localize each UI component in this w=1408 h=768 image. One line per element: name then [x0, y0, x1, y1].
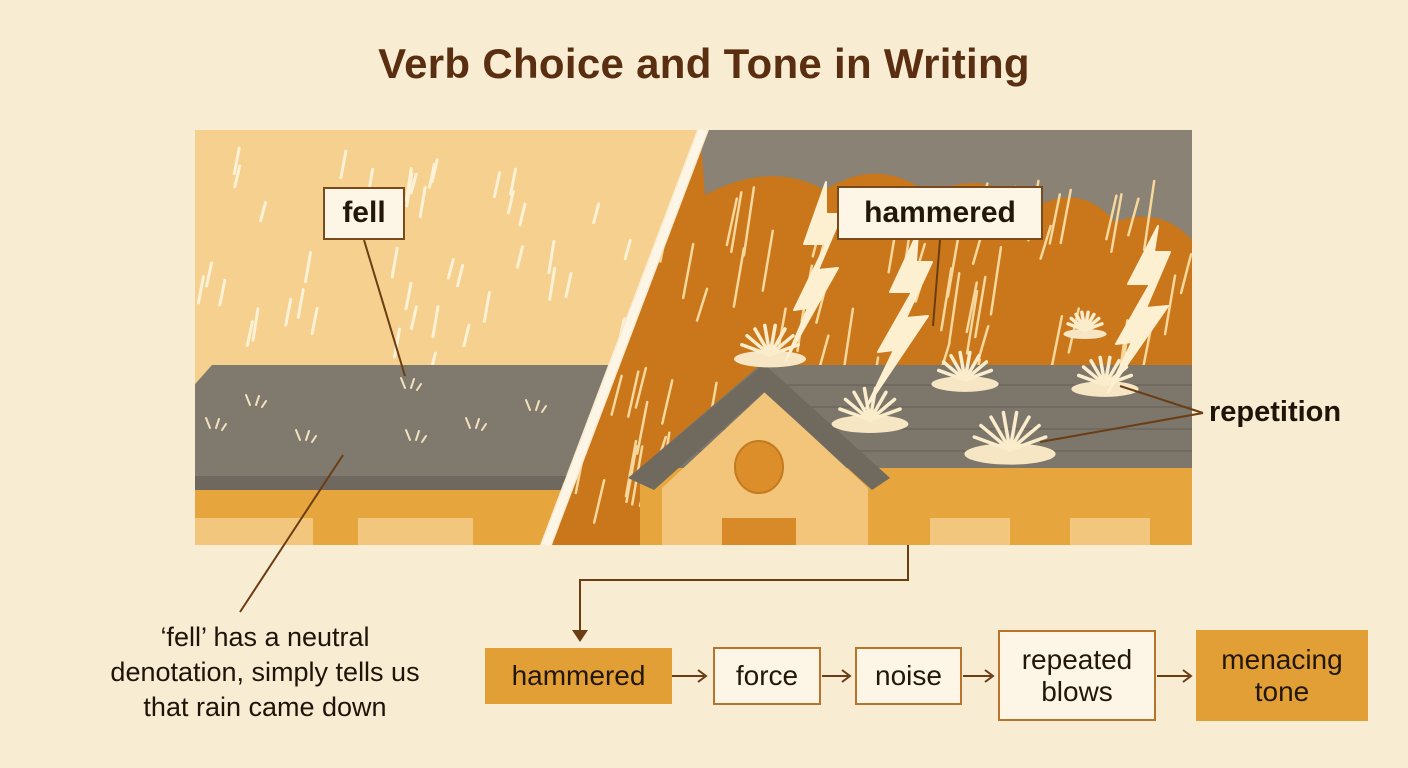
arrow-icon [572, 630, 588, 642]
page-title: Verb Choice and Tone in Writing [378, 40, 1030, 87]
door [722, 518, 796, 545]
splash-icon [205, 377, 547, 443]
neutral-caption: ‘fell’ has a neutral denotation, simply … [40, 620, 490, 725]
storm-cloud-icon [700, 130, 1192, 240]
flow-arrows [672, 669, 1193, 683]
flow-step-hammered: hammered [485, 648, 672, 704]
calm-scene [195, 130, 697, 545]
leader-lines [239, 239, 1204, 632]
label-repetition: repetition [1209, 396, 1342, 428]
flow-step-label: menacing [1221, 643, 1343, 675]
flow-step-label: blows [1041, 675, 1113, 707]
flow-step-repeated-blows: repeated blows [998, 630, 1156, 721]
caption-line: denotation, simply tells us [110, 657, 420, 687]
flow-step-menacing-tone: menacing tone [1196, 630, 1368, 721]
flow-step-noise: noise [855, 647, 962, 705]
flow-step-label: hammered [511, 660, 646, 691]
flow-step-label: force [735, 660, 799, 691]
gable-roof [628, 364, 890, 490]
lightning-icon [785, 181, 1171, 409]
flow-step-label: noise [875, 660, 942, 691]
flow-step-force: force [713, 647, 821, 705]
label-fell: fell [323, 187, 405, 240]
label-hammered: hammered [837, 186, 1043, 240]
caption-line: that rain came down [143, 692, 387, 722]
flow-step-label: tone [1254, 675, 1310, 707]
round-window [734, 440, 784, 494]
flow-step-label: repeated [1021, 643, 1133, 675]
caption-line: ‘fell’ has a neutral [160, 622, 370, 652]
